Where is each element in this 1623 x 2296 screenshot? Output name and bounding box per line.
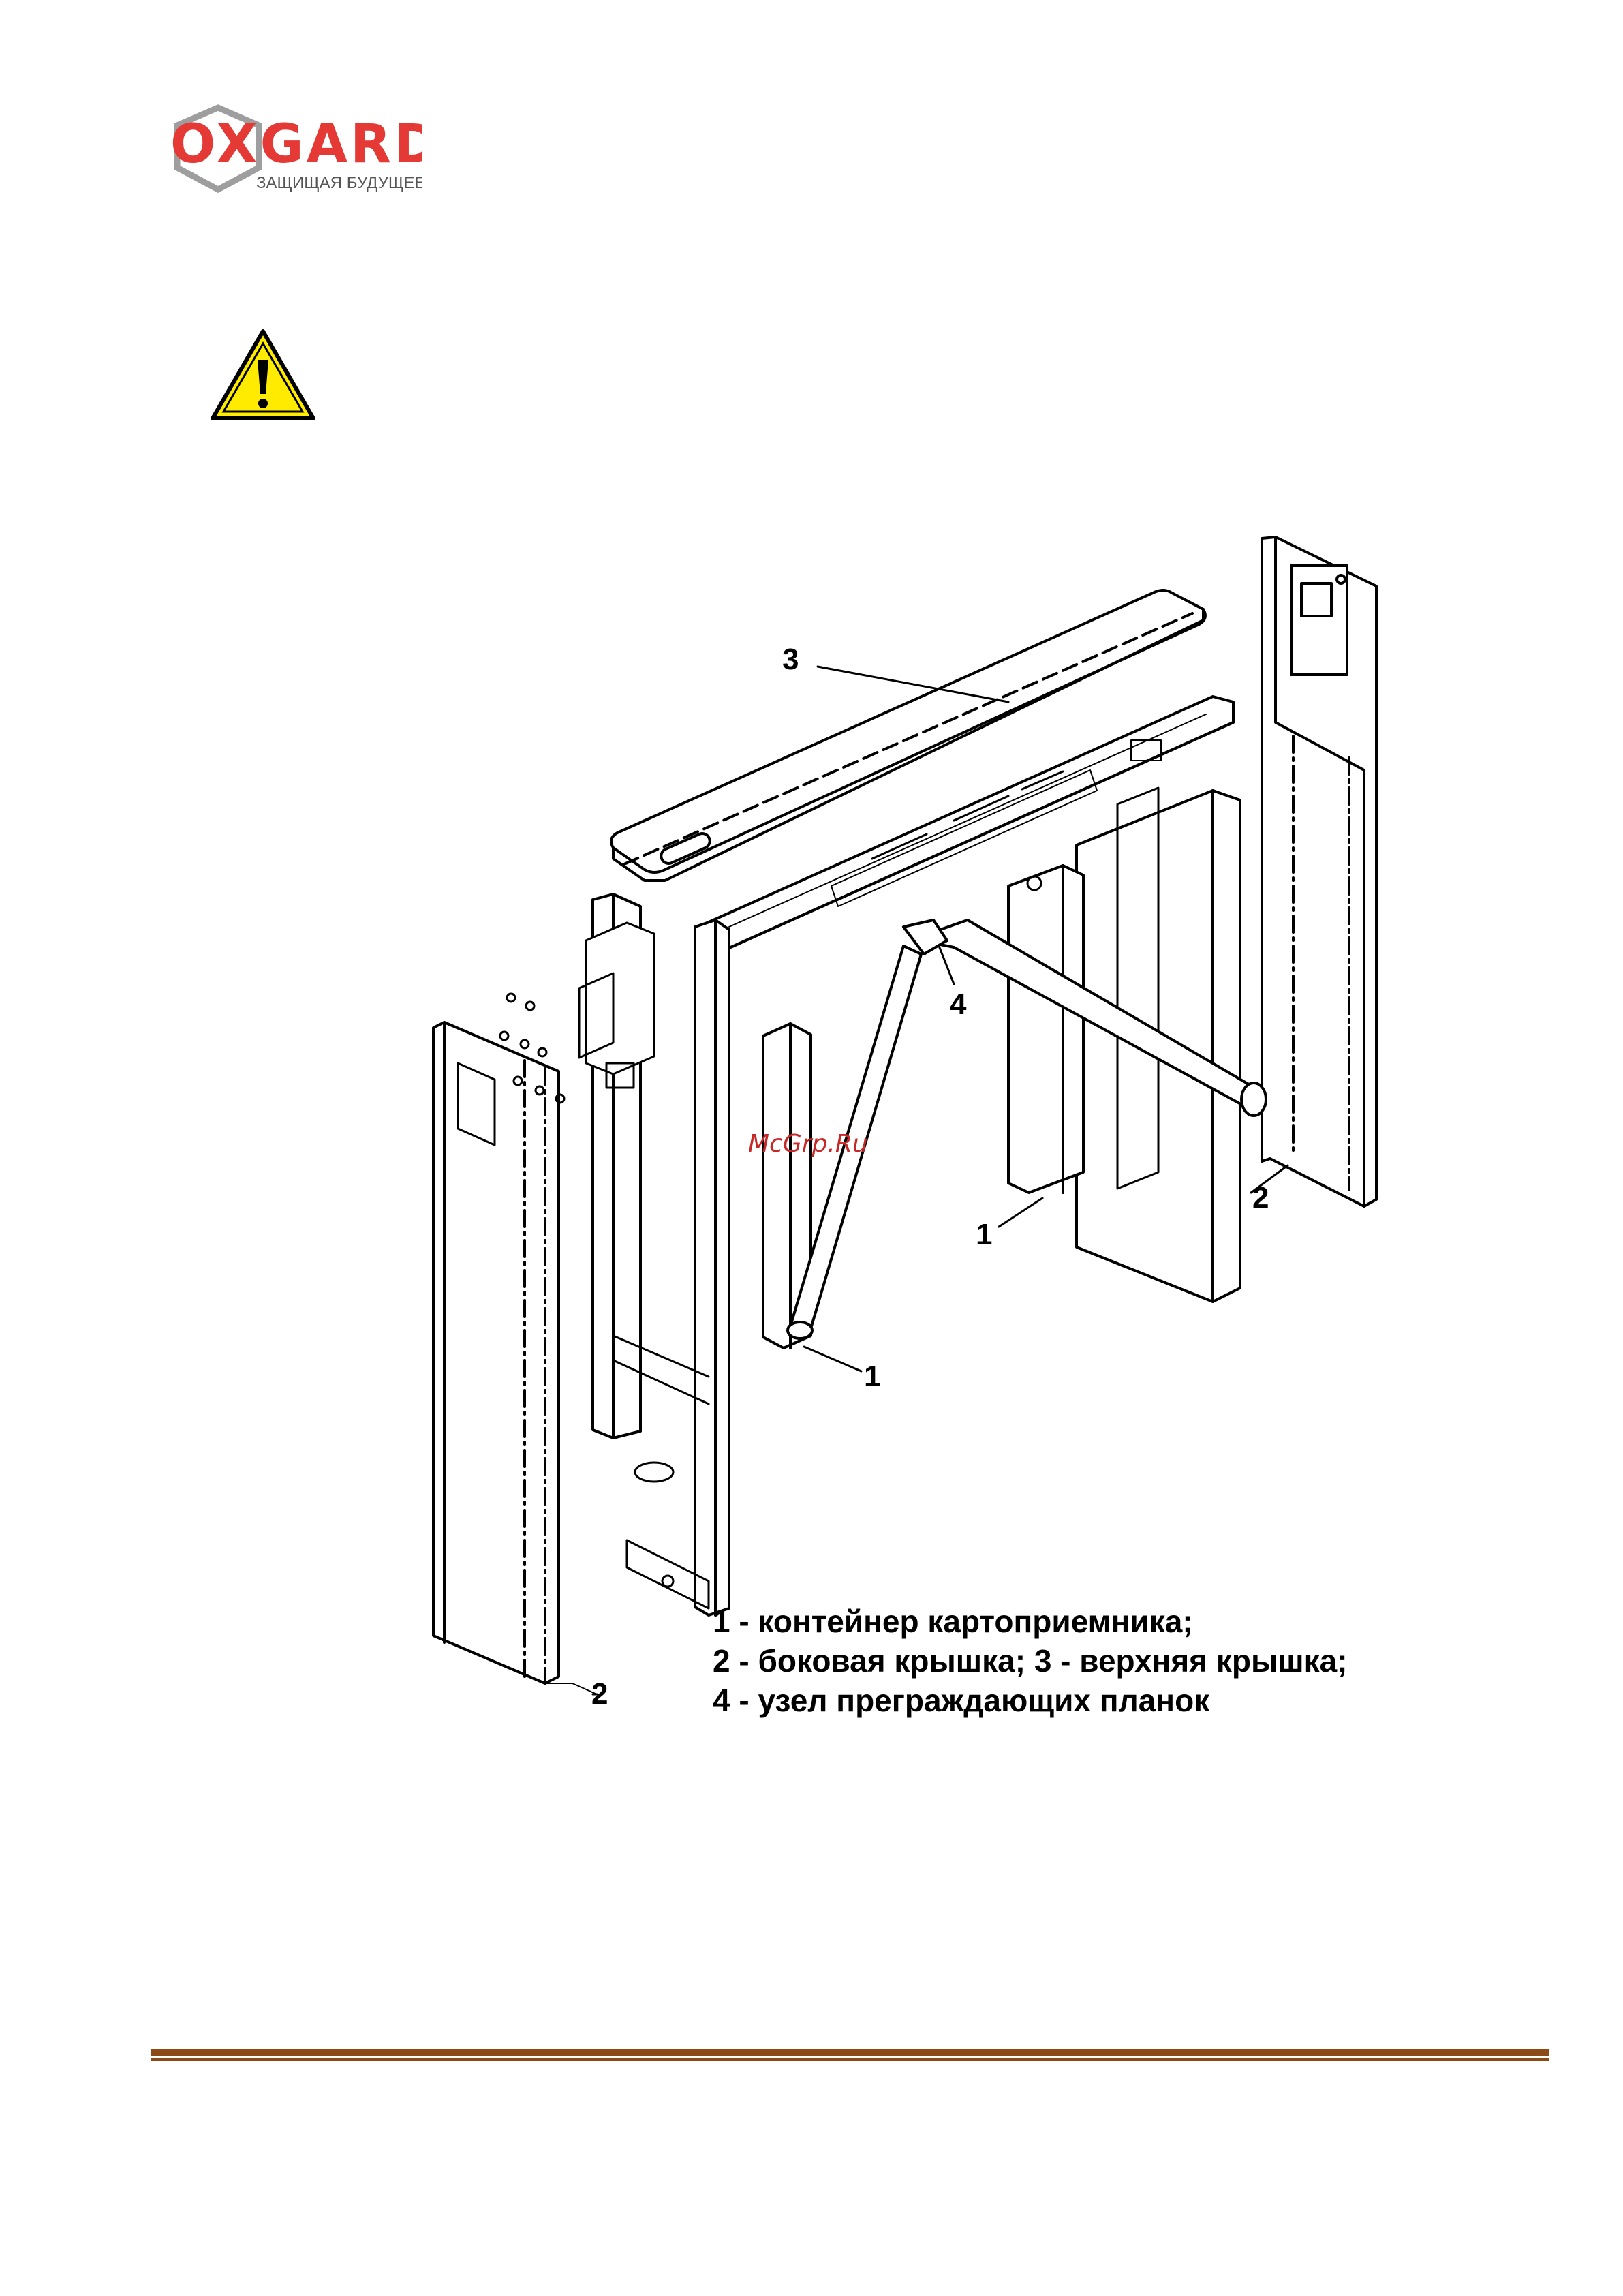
oxgard-logo: OXGARD ЗАЩИЩАЯ БУДУЩЕЕ (164, 102, 422, 198)
figure-legend: 1 - контейнер картоприемника; 2 - бокова… (713, 1602, 1449, 1720)
left-side-cover (433, 1022, 597, 1694)
legend-line-1: 1 - контейнер картоприемника; (713, 1602, 1449, 1641)
callout-2-right: 2 (1252, 1181, 1269, 1214)
callout-1-right: 1 (976, 1218, 992, 1251)
watermark: McGrp.Ru (748, 1130, 868, 1158)
footer-rule-thin (151, 2058, 1549, 2061)
callout-4: 4 (950, 988, 967, 1021)
callout-3: 3 (782, 643, 799, 676)
legend-line-2: 2 - боковая крышка; 3 - верхняя крышка; (713, 1641, 1449, 1681)
turnstile-exploded-diagram: 3 4 2 1 1 2 (409, 518, 1458, 1717)
callout-2-left: 2 (591, 1677, 608, 1711)
legend-line-3: 4 - узел преграждающих планок (713, 1681, 1449, 1720)
footer-rule-thick (151, 2049, 1549, 2056)
right-side-cover (1262, 537, 1376, 1206)
logo-tagline: ЗАЩИЩАЯ БУДУЩЕЕ (256, 174, 422, 192)
footer-rule (151, 2049, 1549, 2062)
logo-wordmark: OXGARD (170, 114, 422, 175)
card-container-right (1008, 866, 1083, 1193)
callout-1-left: 1 (864, 1360, 880, 1393)
warning-triangle-icon (208, 327, 318, 423)
